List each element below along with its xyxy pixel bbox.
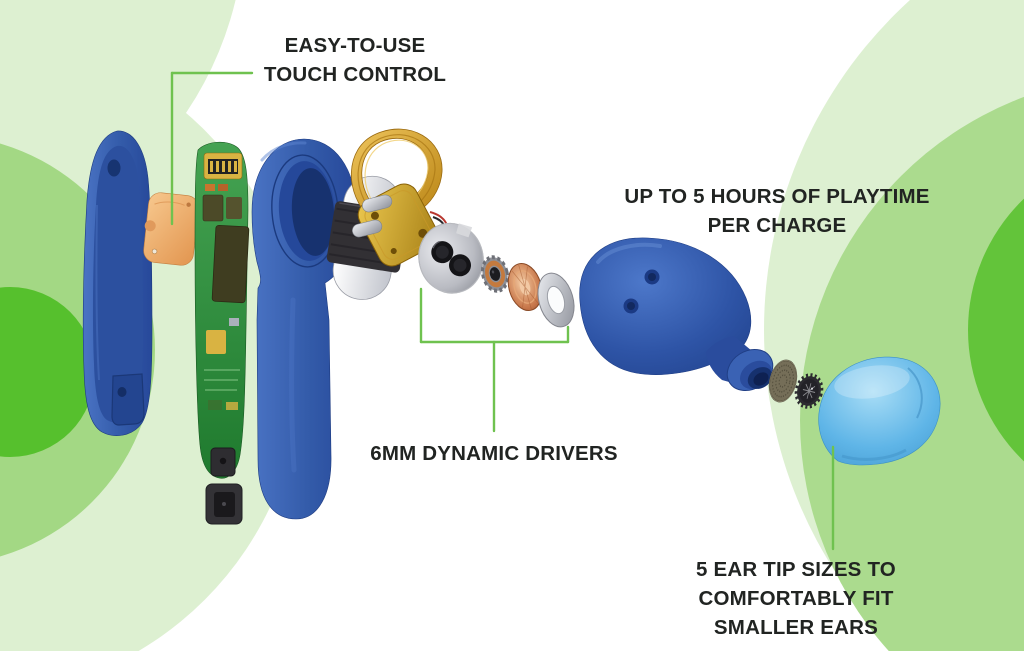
- magnet-cylinder: [352, 219, 383, 238]
- touch-control-callout-line: [170, 71, 254, 226]
- annotation-line: 6MM DYNAMIC DRIVERS: [370, 442, 618, 465]
- playtime-annotation: UP TO 5 HOURS OF PLAYTIME PER CHARGE: [597, 182, 957, 240]
- touch-pad: [143, 192, 199, 266]
- touch-control-annotation: EASY-TO-USE TOUCH CONTROL: [230, 31, 480, 89]
- mesh-filter: [768, 359, 798, 403]
- circuit-board: [194, 141, 250, 525]
- driver-housing: [418, 222, 484, 294]
- annotation-line: EASY-TO-USE: [284, 34, 426, 57]
- back-shell: [82, 130, 153, 436]
- voice-coil: [480, 255, 510, 293]
- shell-hole: [107, 159, 121, 177]
- earbud-body: [579, 237, 774, 392]
- ear-tips-annotation: 5 EAR TIP SIZES TO COMFORTABLY FIT SMALL…: [646, 555, 946, 642]
- annotation-line: 5 EAR TIP SIZES TO: [696, 558, 896, 581]
- drivers-callout-bracket: [419, 287, 570, 433]
- annotation-line: PER CHARGE: [707, 214, 847, 237]
- diaphragm: [507, 263, 543, 311]
- annotation-line: UP TO 5 HOURS OF PLAYTIME: [624, 185, 930, 208]
- speaker-grille: [794, 373, 824, 409]
- magnet-cylinder: [362, 194, 393, 213]
- annotation-line: COMFORTABLY FIT: [698, 587, 894, 610]
- drivers-annotation: 6MM DYNAMIC DRIVERS: [334, 439, 654, 468]
- washer-ring: [537, 272, 575, 328]
- driver-magnet-plate: [352, 183, 450, 267]
- front-shell: [251, 138, 357, 520]
- ear-tip: [818, 356, 941, 466]
- annotation-line: SMALLER EARS: [713, 616, 879, 639]
- annotation-line: TOUCH CONTROL: [263, 63, 447, 86]
